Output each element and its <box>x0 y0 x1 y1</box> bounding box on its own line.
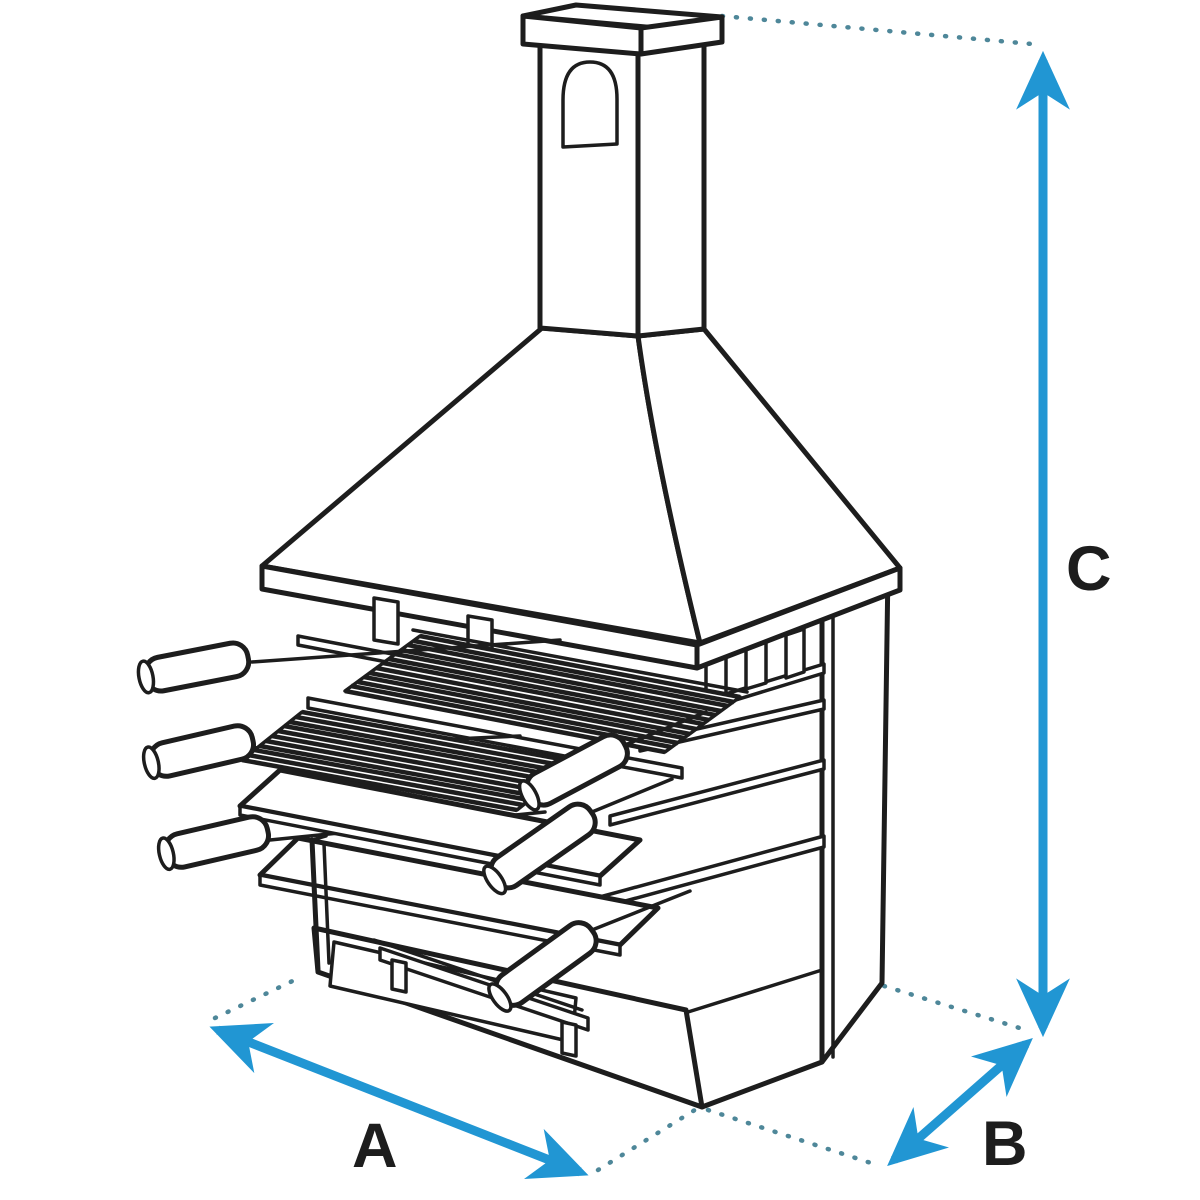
hood-rim-right <box>694 565 903 671</box>
right-side-wall <box>819 565 891 1065</box>
dimension-label-a: A <box>352 1111 398 1181</box>
skewer-handles <box>136 640 708 1013</box>
dimension-arrow-b <box>887 1037 1033 1167</box>
projection-dotted-lines <box>212 13 1035 1173</box>
side-rails <box>594 698 826 911</box>
dimension-arrow-a <box>209 1023 589 1179</box>
firebox <box>309 834 825 1110</box>
dimension-label-b: B <box>982 1109 1028 1179</box>
lower-grill-grate <box>240 709 579 813</box>
shelf-board <box>257 835 661 957</box>
dimension-label-c: C <box>1066 534 1112 604</box>
chimney <box>520 2 725 339</box>
chimney-vent-opening <box>561 60 619 149</box>
hood <box>259 325 903 671</box>
